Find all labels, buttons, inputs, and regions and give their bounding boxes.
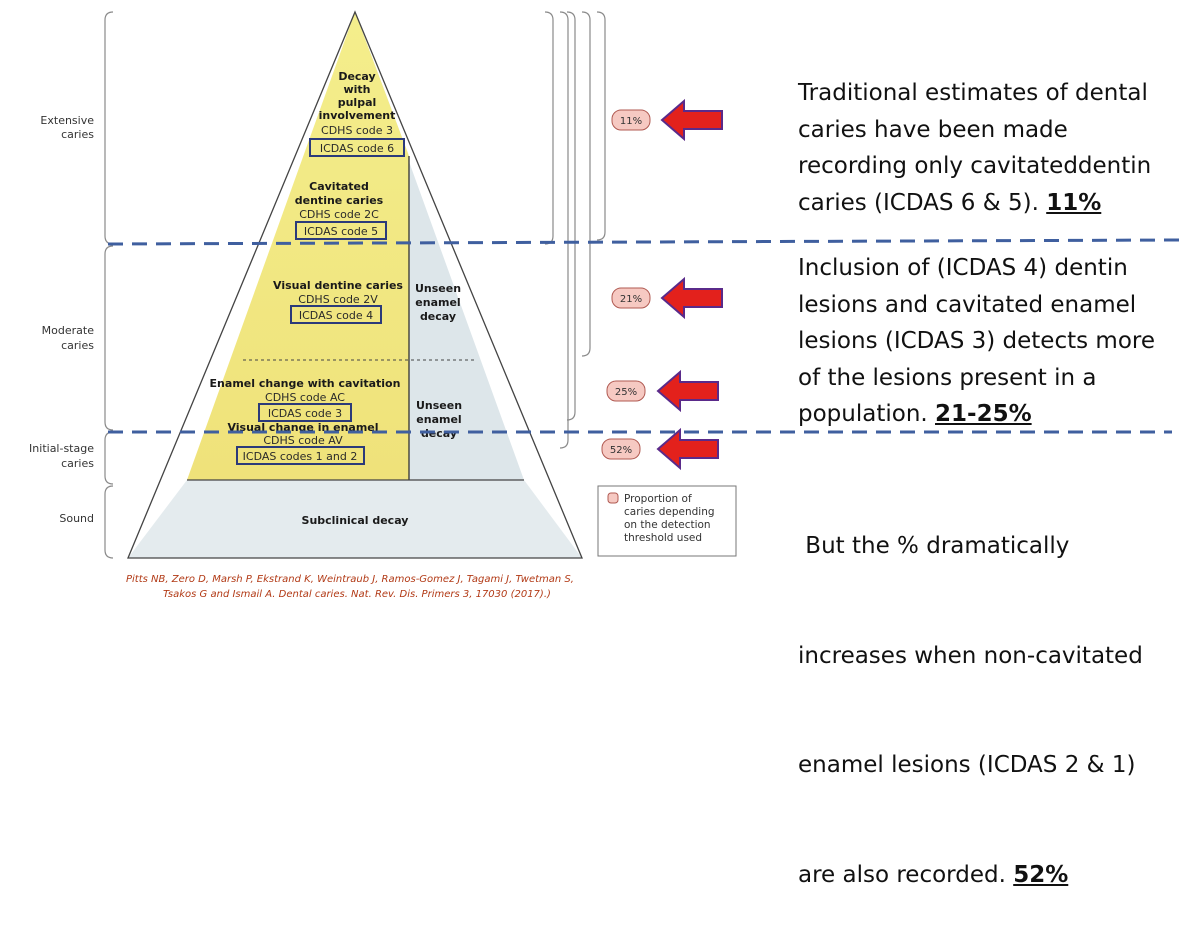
level-labels: Decay with pulpal involvement CDHS code … bbox=[210, 70, 409, 527]
pulpal-icdas: ICDAS code 6 bbox=[320, 142, 394, 155]
initial-label-2: caries bbox=[61, 457, 94, 470]
arrow-52-icon bbox=[656, 427, 719, 471]
legend-box bbox=[597, 485, 737, 557]
red-arrows bbox=[656, 98, 723, 471]
moderate-label-1: Moderate bbox=[42, 324, 95, 337]
pulpal-title-3: pulpal bbox=[338, 96, 377, 109]
citation-line-2: Tsakos G and Ismail A. Dental caries. Na… bbox=[163, 589, 551, 600]
statement-3-line-4: are also recorded. 52% bbox=[798, 857, 1143, 894]
enamel-cavitation-title: Enamel change with cavitation bbox=[210, 377, 401, 390]
cavitated-dentine-title-2: dentine caries bbox=[295, 194, 384, 207]
unseen-lower-3: decay bbox=[421, 427, 457, 440]
extensive-label-2: caries bbox=[61, 128, 94, 141]
moderate-label-2: caries bbox=[61, 339, 94, 352]
statement-2-highlight: 21-25% bbox=[935, 401, 1032, 427]
statement-2-line-5: population. 21-25% bbox=[798, 396, 1155, 433]
pyramid-sound-region bbox=[128, 480, 582, 558]
statement-3-line-1: But the % dramatically bbox=[798, 533, 1070, 559]
legend-line-4: threshold used bbox=[624, 532, 702, 544]
citation: Pitts NB, Zero D, Marsh P, Ekstrand K, W… bbox=[126, 574, 574, 600]
statement-2-line-1: Inclusion of (ICDAS 4) dentin bbox=[798, 255, 1128, 281]
statement-traditional: Traditional estimates of dental caries h… bbox=[798, 75, 1151, 221]
statement-3-line-4-text: are also recorded. bbox=[798, 861, 1014, 888]
visual-dentine-title: Visual dentine caries bbox=[273, 279, 403, 292]
enamel-cavitation-cdhs: CDHS code AC bbox=[265, 391, 345, 404]
statement-1-line-3: recording only cavitateddentin bbox=[798, 153, 1152, 179]
percent-badges: 11% 21% 25% 52% bbox=[601, 109, 651, 460]
visual-enamel-cdhs: CDHS code AV bbox=[263, 434, 343, 447]
statement-1-line-1: Traditional estimates of dental bbox=[798, 80, 1148, 106]
statement-3-line-2: increases when non-cavitated bbox=[798, 642, 1143, 669]
legend-line-3: on the detection bbox=[624, 519, 711, 531]
badge-21-text: 21% bbox=[620, 294, 642, 305]
pyramid-outline bbox=[127, 10, 583, 559]
visual-enamel-icdas-box bbox=[236, 446, 365, 465]
unseen-upper-2: enamel bbox=[415, 296, 460, 309]
statement-3-highlight: 52% bbox=[1013, 861, 1069, 888]
pulpal-icdas-box bbox=[309, 138, 405, 157]
statement-1-highlight: 11% bbox=[1046, 189, 1102, 216]
threshold-brackets bbox=[544, 11, 606, 449]
statement-1-line-4-text: caries (ICDAS 6 & 5). bbox=[798, 189, 1047, 216]
cavitated-dentine-title-1: Cavitated bbox=[309, 180, 369, 193]
visual-dentine-icdas-box bbox=[290, 305, 382, 324]
unseen-upper-3: decay bbox=[420, 310, 456, 323]
arrow-11-icon bbox=[660, 98, 723, 142]
citation-line-1: Pitts NB, Zero D, Marsh P, Ekstrand K, W… bbox=[126, 574, 574, 585]
enamel-cavitation-icdas-box bbox=[258, 403, 352, 422]
arrow-21-icon bbox=[660, 276, 723, 320]
initial-label-1: Initial-stage bbox=[29, 442, 94, 455]
dashed-line-upper bbox=[107, 238, 1181, 246]
badge-25-text: 25% bbox=[615, 387, 637, 398]
legend-line-1: Proportion of bbox=[624, 493, 692, 505]
statement-inclusion: Inclusion of (ICDAS 4) dentin lesions an… bbox=[798, 250, 1155, 433]
unseen-lower-1: Unseen bbox=[416, 399, 462, 412]
enamel-cavitation-icdas: ICDAS code 3 bbox=[268, 407, 342, 420]
badge-11: 11% bbox=[611, 109, 651, 131]
visual-dentine-icdas: ICDAS code 4 bbox=[299, 309, 373, 322]
unseen-lower-2: enamel bbox=[416, 413, 461, 426]
sound-label: Sound bbox=[59, 512, 94, 525]
extensive-label-1: Extensive bbox=[40, 114, 94, 127]
statement-1-line-2: caries have been made bbox=[798, 116, 1068, 143]
pyramid-visible-region bbox=[187, 12, 409, 480]
legend-line-2: caries depending bbox=[624, 506, 715, 518]
pulpal-title-4: involvement bbox=[319, 109, 396, 122]
statement-2-line-3: lesions (ICDAS 3) detects more bbox=[798, 328, 1155, 354]
severity-brackets bbox=[104, 11, 114, 559]
cavitated-dentine-icdas: ICDAS code 5 bbox=[304, 225, 378, 238]
pulpal-cdhs: CDHS code 3 bbox=[321, 124, 393, 137]
threshold-dashed-lines bbox=[107, 238, 1181, 434]
caries-pyramid-figure: Extensive caries Moderate caries Initial… bbox=[29, 10, 1181, 600]
badge-25: 25% bbox=[606, 380, 646, 402]
cavitated-dentine-cdhs: CDHS code 2C bbox=[299, 208, 379, 221]
pulpal-title-1: Decay bbox=[338, 70, 375, 83]
cavitated-dentine-icdas-box bbox=[295, 221, 387, 240]
statement-increase: But the % dramatically increases when no… bbox=[798, 455, 1143, 930]
visual-enamel-icdas: ICDAS codes 1 and 2 bbox=[243, 450, 358, 463]
legend-swatch bbox=[607, 492, 619, 504]
arrow-25-icon bbox=[656, 369, 719, 413]
badge-52-text: 52% bbox=[610, 445, 632, 456]
pulpal-title-2: with bbox=[343, 83, 370, 96]
statement-3-line-3: enamel lesions (ICDAS 2 & 1) bbox=[798, 752, 1136, 778]
legend: Proportion of caries depending on the de… bbox=[597, 485, 737, 557]
badge-21: 21% bbox=[611, 287, 651, 309]
statement-2-line-5-text: population. bbox=[798, 401, 936, 427]
unseen-labels: Unseen enamel decay Unseen enamel decay bbox=[415, 282, 462, 440]
severity-labels: Extensive caries Moderate caries Initial… bbox=[29, 114, 94, 525]
subclinical-label: Subclinical decay bbox=[302, 514, 409, 527]
visual-dentine-cdhs: CDHS code 2V bbox=[298, 293, 378, 306]
badge-52: 52% bbox=[601, 438, 641, 460]
statement-2-line-2: lesions and cavitated enamel bbox=[798, 291, 1137, 318]
statement-2-line-4: of the lesions present in a bbox=[798, 364, 1097, 391]
badge-11-text: 11% bbox=[620, 116, 642, 127]
unseen-upper-1: Unseen bbox=[415, 282, 461, 295]
statement-1-line-4: caries (ICDAS 6 & 5). 11% bbox=[798, 185, 1151, 222]
pyramid bbox=[127, 10, 583, 559]
